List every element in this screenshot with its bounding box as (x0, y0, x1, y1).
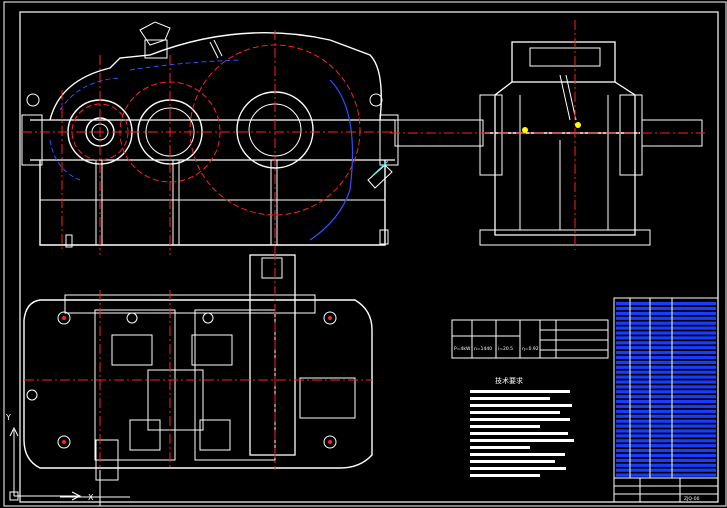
parts-list-row (616, 360, 716, 364)
top-section-view (23, 250, 373, 490)
technical-requirements: 技术要求 (470, 376, 574, 477)
parts-list-row (616, 302, 716, 306)
parts-list-row (616, 419, 716, 423)
parts-list-row (616, 444, 716, 448)
parts-list (613, 297, 719, 479)
side-view (390, 20, 705, 250)
perf-value-4: η=0.92 (522, 346, 539, 352)
parts-list-row (616, 346, 716, 350)
title-block: ZJQ-00 (613, 477, 719, 503)
drawing-frame (3, 1, 727, 507)
front-view (21, 21, 399, 255)
parts-list-row (616, 326, 716, 330)
parts-list-row (616, 336, 716, 340)
parts-list-row (616, 468, 716, 472)
ucs-axis-icon: Y X (5, 413, 94, 502)
parts-list-row (616, 385, 716, 389)
parts-list-row (616, 306, 716, 311)
parts-list-row (616, 341, 716, 345)
parts-list-row (616, 375, 716, 379)
parts-list-row (616, 390, 716, 394)
parts-list-row (616, 400, 716, 404)
crosshair-cursor-icon (60, 470, 130, 506)
parts-list-row (616, 414, 716, 418)
parts-list-row (616, 439, 716, 443)
parts-list-row (616, 434, 716, 438)
parts-list-row (616, 316, 716, 320)
parts-list-row (616, 458, 716, 462)
parts-list-row (616, 365, 716, 369)
parts-list-row (616, 453, 716, 458)
parts-list-row (616, 424, 716, 428)
parts-list-row (616, 351, 716, 355)
parts-list-row (616, 355, 716, 360)
performance-table: P=4kW n=1440 i=20.5 η=0.92 (451, 319, 609, 359)
parts-list-row (616, 404, 716, 409)
parts-list-row (616, 463, 716, 467)
perf-value-2: n=1440 (474, 346, 492, 352)
parts-list-row (616, 449, 716, 453)
parts-list-row (616, 473, 716, 477)
perf-value-3: i=20.5 (498, 346, 513, 352)
parts-list-row (616, 321, 716, 325)
drawing-number: ZJQ-00 (684, 496, 700, 502)
parts-list-row (616, 429, 716, 433)
parts-list-row (616, 395, 716, 399)
parts-list-row (616, 370, 716, 374)
parts-list-row (616, 380, 716, 384)
parts-list-row (616, 409, 716, 413)
ucs-y-label: Y (5, 413, 11, 422)
perf-value-1: P=4kW (454, 346, 471, 352)
parts-list-row (616, 331, 716, 335)
tech-requirements-title: 技术要求 (495, 376, 523, 385)
parts-list-row (616, 311, 716, 315)
